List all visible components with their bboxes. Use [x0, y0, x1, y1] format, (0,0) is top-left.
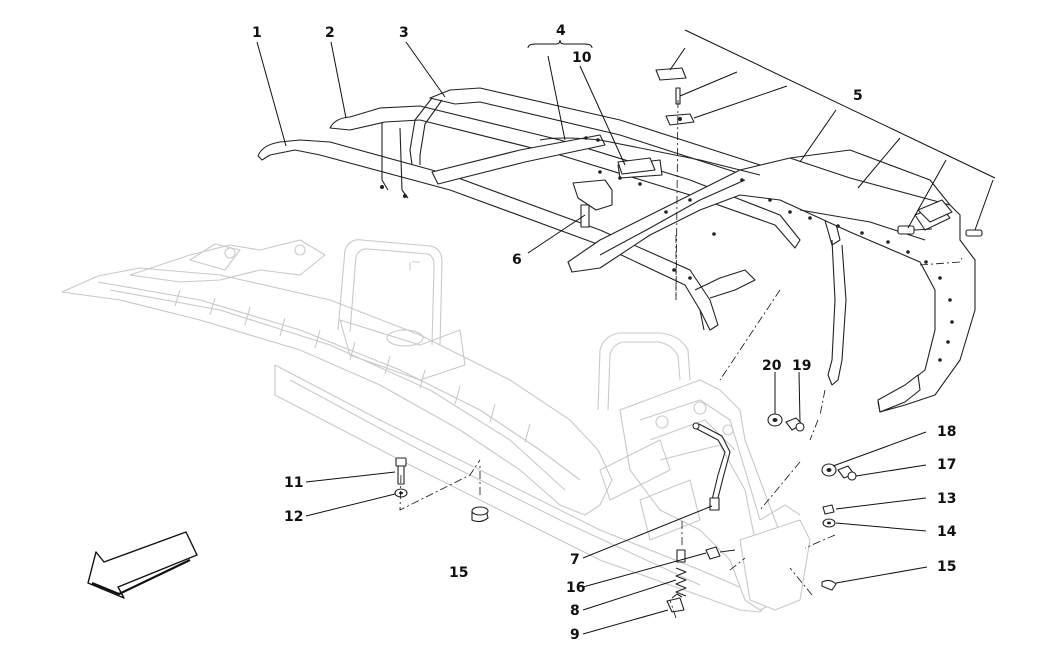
- car-body-outline: [61, 239, 811, 613]
- callout-14: 14: [937, 524, 957, 540]
- callout-7: 7: [570, 552, 580, 568]
- clip-15-right: [821, 579, 837, 591]
- washer-12: [394, 488, 408, 498]
- curved-beam-4: [539, 137, 761, 176]
- callout-16: 16: [566, 580, 585, 596]
- stop-9: [666, 593, 685, 613]
- callout-8: 8: [570, 603, 580, 619]
- callout-13: 13: [937, 491, 956, 507]
- callout-15-right: 15: [937, 559, 956, 575]
- callout-18: 18: [937, 424, 956, 440]
- roof-bow-1: [257, 139, 756, 331]
- callout-3: 3: [399, 25, 409, 41]
- callout-10: 10: [572, 50, 592, 66]
- callout-2: 2: [325, 25, 335, 41]
- right-fasteners: [897, 199, 983, 266]
- bracket-10: [617, 157, 656, 175]
- pin-16: [705, 546, 736, 560]
- callout-6: 6: [512, 252, 522, 268]
- callout-1: 1: [252, 25, 262, 41]
- grommet-15-left: [471, 506, 489, 523]
- fasteners-17-18: [821, 463, 857, 481]
- fasteners-13-14: [822, 504, 836, 528]
- leader-lines: [256, 29, 996, 635]
- callout-11: 11: [284, 475, 303, 491]
- callout-labels: 1 2 3 4 10 5 6 20 19 18 17 13 14 15 11 1…: [252, 23, 957, 643]
- callout-9: 9: [570, 627, 580, 643]
- hydraulic-line-7: [692, 422, 731, 511]
- spring-8: [675, 549, 687, 597]
- hinge-bracket-6: [572, 179, 613, 228]
- assembly-lines: [399, 235, 836, 619]
- callout-15-left: 15: [449, 565, 468, 581]
- callout-20: 20: [762, 358, 782, 374]
- front-direction-arrow-icon: [87, 531, 198, 599]
- callout-5: 5: [853, 88, 863, 104]
- callout-12: 12: [284, 509, 303, 525]
- callout-17: 17: [937, 457, 956, 473]
- fasteners-19-20: [767, 413, 805, 432]
- top-fasteners: [655, 67, 695, 301]
- callout-19: 19: [792, 358, 811, 374]
- callout-4: 4: [556, 23, 566, 39]
